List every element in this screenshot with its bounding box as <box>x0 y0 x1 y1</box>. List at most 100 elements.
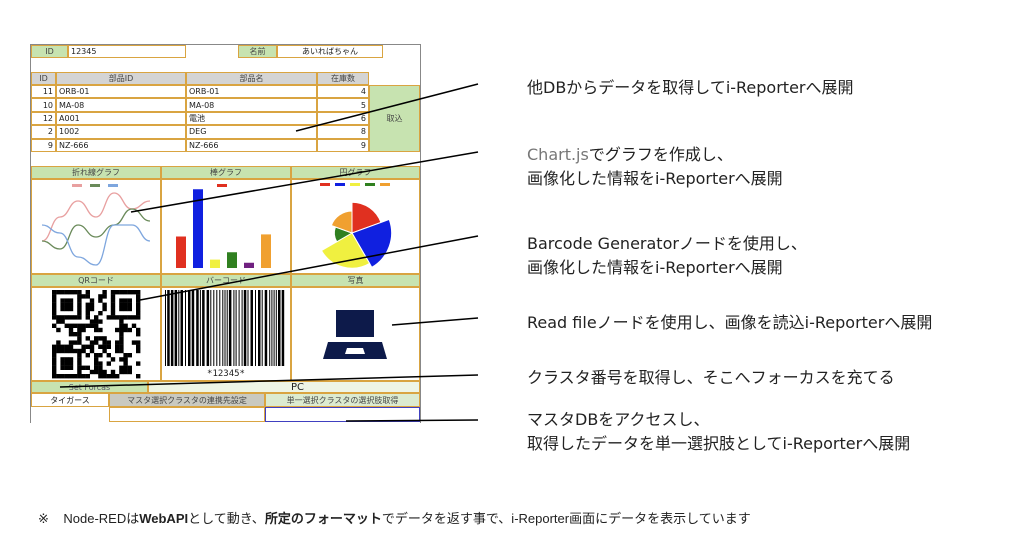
barcode-bar <box>278 290 281 366</box>
qr-module <box>127 365 132 370</box>
qr-module <box>64 361 69 366</box>
qr-module <box>136 327 141 333</box>
qr-module <box>98 319 103 324</box>
qr-module <box>73 374 78 379</box>
legend-swatch <box>335 183 345 186</box>
qr-module <box>127 306 132 312</box>
barcode-text: *12345* <box>207 369 245 379</box>
qr-code <box>31 287 161 381</box>
qr-module <box>89 298 95 303</box>
import-button[interactable]: 取込 <box>369 85 420 152</box>
qr-module <box>136 298 141 303</box>
id-field[interactable]: 12345 <box>68 45 186 58</box>
barcode-bar <box>241 290 243 366</box>
table-cell[interactable]: 1002 <box>56 125 186 139</box>
barcode-bar <box>258 290 261 366</box>
set-focus-button[interactable]: Set Forcas <box>31 381 148 393</box>
table-cell[interactable]: ORB-01 <box>186 85 317 99</box>
qr-module <box>60 374 65 379</box>
qr-module <box>52 357 57 362</box>
qr-module <box>106 361 111 366</box>
barcode-bar <box>247 290 249 366</box>
table-cell[interactable]: 9 <box>31 138 56 152</box>
barcode-bar <box>202 290 205 366</box>
qr-module <box>68 357 74 362</box>
single-choice-field[interactable] <box>265 407 420 422</box>
qr-module <box>123 290 128 295</box>
qr-module <box>56 319 61 324</box>
note-line: 他DBからデータを取得してi-Reporterへ展開 <box>527 78 854 97</box>
barcode-bar <box>250 290 253 366</box>
table-cell[interactable]: 9 <box>317 138 369 152</box>
qr-module <box>64 374 69 379</box>
qr-module <box>136 290 141 295</box>
qr-module <box>52 311 57 316</box>
barcode-bar <box>219 290 221 366</box>
master-link-button[interactable]: マスタ選択クラスタの連携先設定 <box>109 393 265 407</box>
qr-module <box>52 365 57 370</box>
table-cell[interactable]: 10 <box>31 98 56 112</box>
qr-module <box>106 353 111 358</box>
qr-module <box>102 344 107 349</box>
qr-module <box>119 357 124 362</box>
barcode-bar <box>275 290 277 366</box>
barcode-bar <box>167 290 170 366</box>
qr-module <box>119 336 124 341</box>
table-cell[interactable]: 4 <box>317 85 369 99</box>
form-frame <box>30 44 421 423</box>
name-field[interactable]: あいればちゃん <box>277 45 383 58</box>
qr-module <box>119 340 124 345</box>
qr-module <box>85 365 90 370</box>
qr-module <box>85 294 90 299</box>
qr-module <box>94 365 99 370</box>
barcode: *12345* <box>161 287 291 381</box>
section-bar-chart: 棒グラフ <box>161 166 291 179</box>
table-cell[interactable]: 電池 <box>186 111 317 126</box>
table-cell[interactable]: 8 <box>317 125 369 139</box>
note-line: 画像化した情報をi-Reporterへ展開 <box>527 169 783 188</box>
qr-module <box>77 323 82 328</box>
table-cell[interactable]: MA-08 <box>56 98 186 112</box>
legend-swatch <box>380 183 390 186</box>
table-cell[interactable]: NZ-666 <box>186 138 317 152</box>
legend-swatch <box>108 184 118 187</box>
qr-module <box>102 348 107 354</box>
table-cell[interactable]: A001 <box>56 111 186 126</box>
qr-module <box>106 315 111 320</box>
barcode-bar <box>264 290 268 366</box>
qr-module <box>81 294 86 299</box>
single-choice-button[interactable]: 単一選択クラスタの選択肢取得 <box>265 393 420 407</box>
qr-module <box>123 361 128 366</box>
table-cell[interactable]: NZ-666 <box>56 138 186 152</box>
qr-module <box>85 302 90 307</box>
qr-module <box>110 306 116 312</box>
qr-module <box>127 369 132 375</box>
table-cell[interactable]: 2 <box>31 125 56 139</box>
qr-module <box>89 302 95 307</box>
qr-module <box>102 294 107 299</box>
qr-module <box>68 348 74 354</box>
qr-module <box>52 290 57 295</box>
table-cell[interactable]: 6 <box>317 111 369 126</box>
table-cell[interactable]: 12 <box>31 111 56 126</box>
qr-module <box>123 306 128 312</box>
qr-module <box>68 323 74 328</box>
table-cell[interactable]: 11 <box>31 85 56 99</box>
qr-module <box>56 290 61 295</box>
qr-module <box>64 344 69 349</box>
table-cell[interactable]: ORB-01 <box>56 85 186 99</box>
table-cell[interactable]: 5 <box>317 98 369 112</box>
qr-module <box>77 311 82 316</box>
note-line: Barcode Generatorノードを使用し、 <box>527 234 807 253</box>
qr-module <box>56 344 61 349</box>
table-cell[interactable]: DEG <box>186 125 317 139</box>
legend-swatch <box>72 184 82 187</box>
note-readfile: Read fileノードを使用し、画像を読込i-Reporterへ展開 <box>527 311 932 335</box>
legend-swatch <box>217 184 227 187</box>
table-header: 部品ID <box>56 72 186 85</box>
table-cell[interactable]: MA-08 <box>186 98 317 112</box>
qr-module <box>89 369 95 375</box>
bar <box>244 262 254 268</box>
barcode-bar <box>261 290 263 366</box>
master-field[interactable] <box>109 407 265 422</box>
